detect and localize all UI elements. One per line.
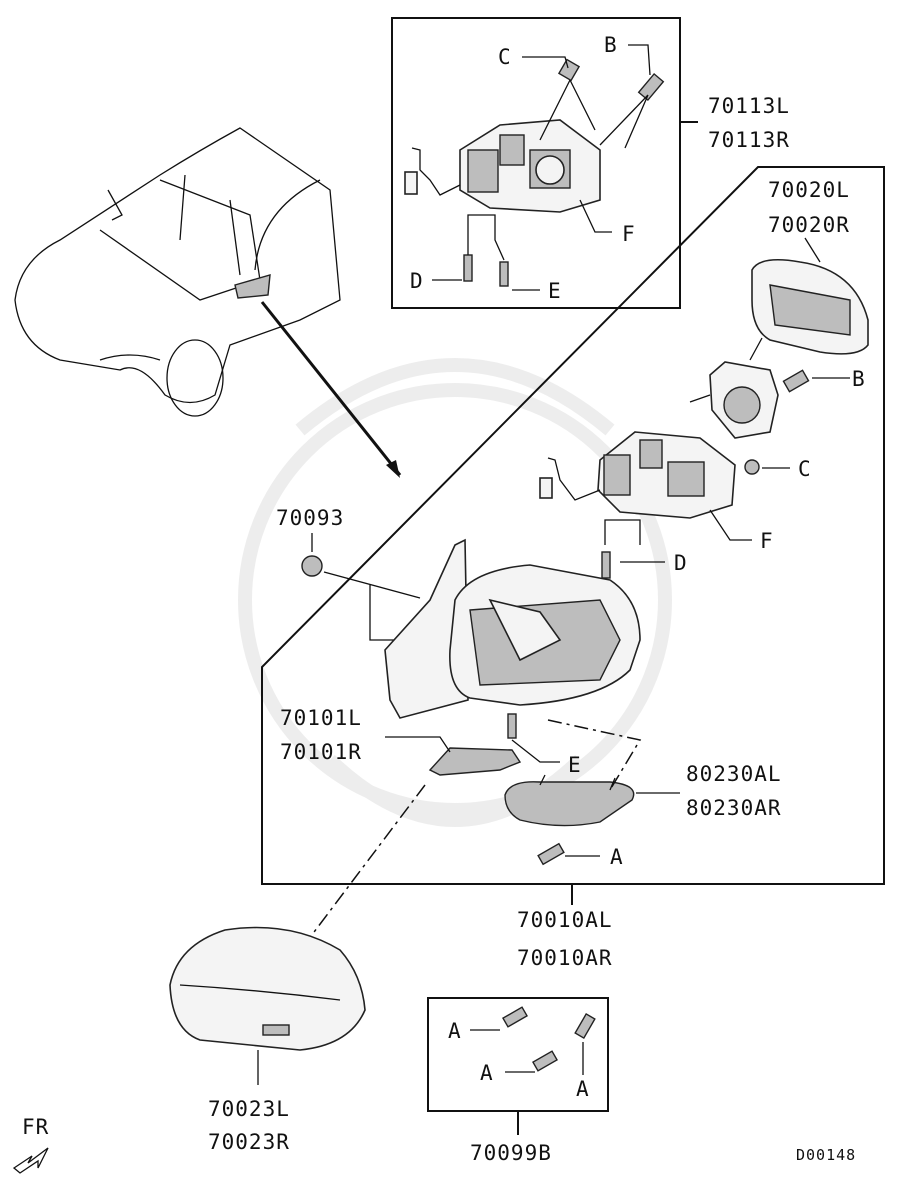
callout-c-main: C: [798, 457, 812, 481]
callout-a-1: A: [448, 1019, 462, 1043]
nut-drawing: [301, 555, 323, 577]
diagram-code: D00148: [796, 1146, 856, 1164]
actuator-detail-box: [391, 17, 681, 309]
label-70113l: 70113L: [708, 94, 790, 118]
label-70093: 70093: [276, 506, 344, 530]
label-70101l: 70101L: [280, 706, 362, 730]
screw-a-1: [502, 1006, 528, 1028]
turn-lamp-tabs: [539, 774, 616, 791]
turn-lamp-drawing: [504, 781, 635, 827]
label-70023r: 70023R: [208, 1130, 290, 1154]
label-80230ar: 80230AR: [686, 796, 782, 820]
mirror-housing-drawing: [384, 538, 641, 719]
label-70099b: 70099B: [470, 1141, 552, 1165]
screw-a-3: [574, 1013, 596, 1039]
mirror-assembly-box: [261, 166, 885, 885]
leader-f-main: [709, 509, 752, 541]
callout-a-2: A: [480, 1061, 494, 1085]
callout-f-main: F: [760, 529, 774, 553]
label-70010ar: 70010AR: [517, 946, 613, 970]
label-70113r: 70113R: [708, 128, 790, 152]
label-70010al: 70010AL: [517, 908, 613, 932]
motor-unit-drawing: [689, 337, 810, 439]
leader-c-top: [522, 56, 569, 69]
label-70023l: 70023L: [208, 1097, 290, 1121]
cover-dash-guide: [301, 784, 426, 949]
callout-b-main: B: [852, 367, 866, 391]
actuator-main-drawing: [539, 431, 760, 519]
screw-e: [507, 713, 517, 739]
actuator-guide-lines: [604, 519, 641, 545]
callout-b-top: B: [604, 33, 618, 57]
callout-d-main: D: [674, 551, 688, 575]
base-cover-drawing: [428, 747, 522, 776]
label-70020r: 70020R: [768, 213, 850, 237]
mirror-cover-drawing: [169, 926, 366, 1051]
callout-a-3: A: [576, 1077, 590, 1101]
leader-f-top: [579, 199, 612, 233]
turn-lamp-dash-guide: [547, 719, 642, 791]
mirror-glass-drawing: [751, 259, 869, 355]
actuator-top-drawing: [404, 58, 665, 287]
label-70020l: 70020L: [768, 178, 850, 202]
pointer-arrowhead: [386, 460, 400, 478]
leader-e-main: [511, 739, 560, 763]
vehicle-outline: [14, 127, 341, 417]
front-indicator-label: FR: [22, 1115, 49, 1139]
callout-f-top: F: [622, 222, 636, 246]
front-arrow-icon: [12, 1147, 49, 1174]
screw-d: [601, 551, 611, 579]
leader-70101: [385, 736, 451, 753]
leader-70020: [804, 237, 821, 263]
label-70101r: 70101R: [280, 740, 362, 764]
callout-a-main: A: [610, 845, 624, 869]
pointer-arrow: [260, 301, 402, 476]
callout-e-main: E: [568, 753, 582, 777]
callout-e-top: E: [548, 279, 562, 303]
screw-a-2: [532, 1050, 558, 1072]
screw-a-main: [537, 842, 565, 866]
callout-c-top: C: [498, 45, 512, 69]
callout-d-top: D: [410, 269, 424, 293]
label-80230al: 80230AL: [686, 762, 782, 786]
leader-b-top: [628, 44, 651, 76]
